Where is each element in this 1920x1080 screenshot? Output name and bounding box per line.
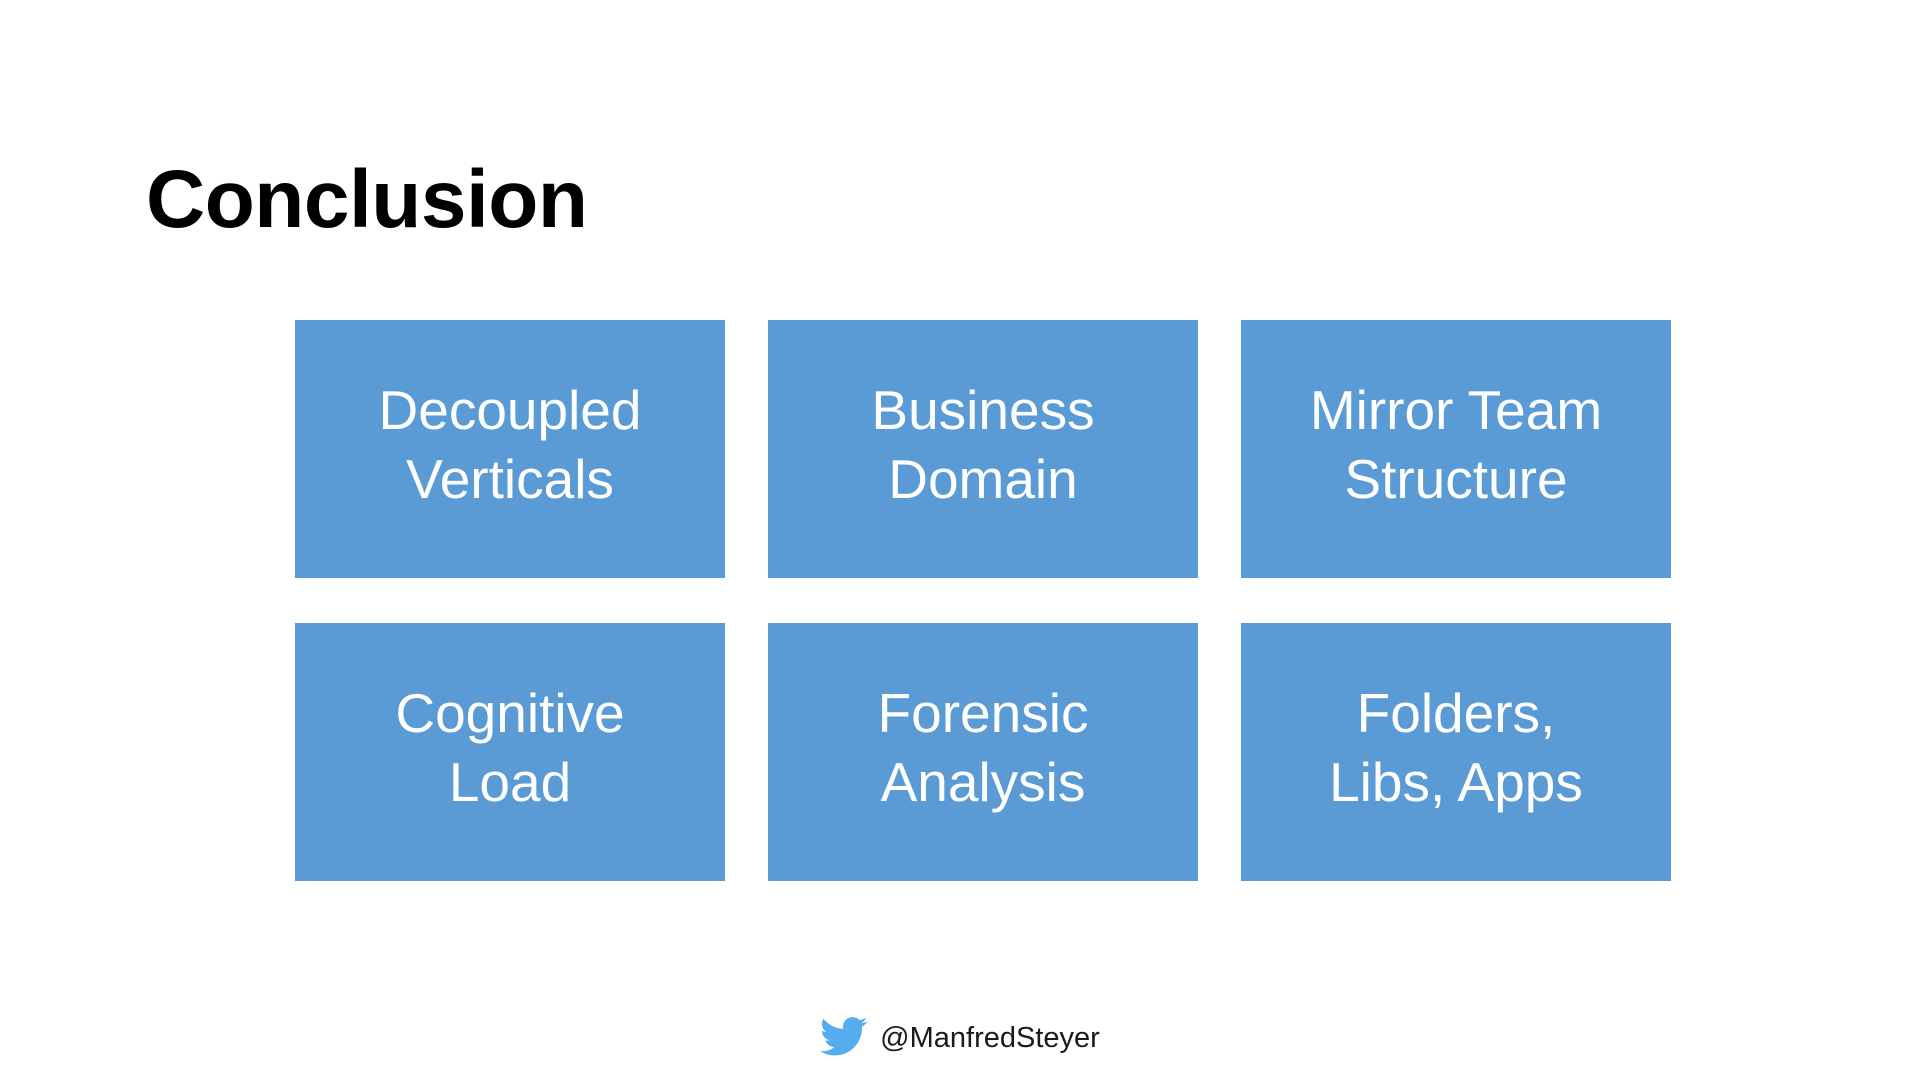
card-label: Forensic Analysis xyxy=(877,681,1089,813)
card-mirror-team-structure[interactable]: Mirror Team Structure xyxy=(1241,320,1671,578)
card-label: Folders, Libs, Apps xyxy=(1329,681,1583,813)
card-decoupled-verticals[interactable]: Decoupled Verticals xyxy=(295,320,725,578)
slide-footer: @ManfredSteyer xyxy=(0,1016,1920,1058)
card-forensic-analysis[interactable]: Forensic Analysis xyxy=(768,623,1198,881)
card-folders-libs-apps[interactable]: Folders, Libs, Apps xyxy=(1241,623,1671,881)
card-cognitive-load[interactable]: Cognitive Load xyxy=(295,623,725,881)
page-title: Conclusion xyxy=(146,153,588,245)
card-label: Business Domain xyxy=(871,378,1095,510)
card-business-domain[interactable]: Business Domain xyxy=(768,320,1198,578)
conclusion-card-grid: Decoupled Verticals Business Domain Mirr… xyxy=(295,320,1672,881)
card-label: Cognitive Load xyxy=(395,681,625,813)
twitter-bird-icon xyxy=(820,1017,868,1056)
twitter-handle-text: @ManfredSteyer xyxy=(880,1021,1100,1054)
card-label: Decoupled Verticals xyxy=(378,378,642,510)
card-label: Mirror Team Structure xyxy=(1309,378,1603,510)
